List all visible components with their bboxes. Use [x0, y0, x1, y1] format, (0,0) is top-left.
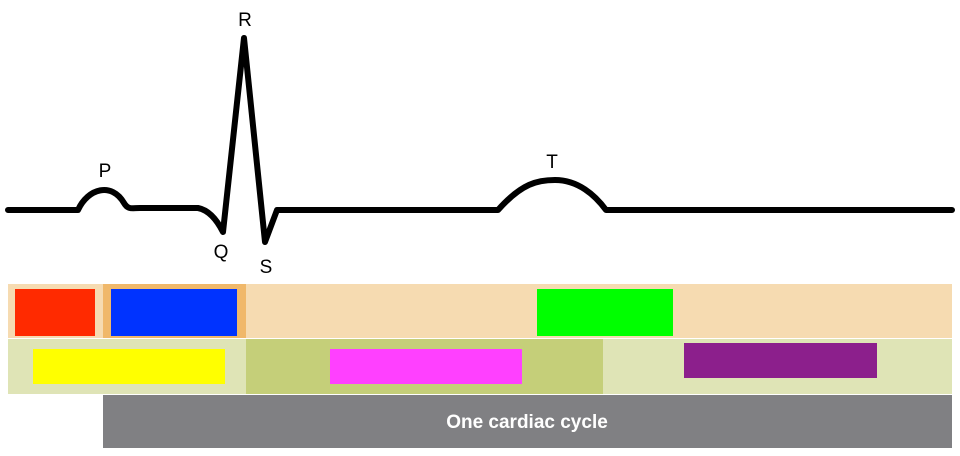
- yellow-block: [33, 349, 225, 384]
- q-wave-label: Q: [214, 242, 229, 263]
- ecg-waveform: [5, 35, 955, 245]
- red-block: [15, 289, 95, 336]
- green-block: [537, 289, 673, 336]
- s-wave-label: S: [260, 257, 273, 278]
- r-peak-label: R: [238, 10, 252, 31]
- t-wave-label: T: [546, 152, 558, 173]
- p-wave-label: P: [99, 161, 112, 182]
- blue-block: [111, 289, 237, 336]
- cardiac-cycle-bar: [103, 395, 952, 448]
- purple-block: [684, 343, 877, 378]
- cardiac-cycle-label: One cardiac cycle: [446, 412, 608, 433]
- magenta-block: [330, 349, 522, 384]
